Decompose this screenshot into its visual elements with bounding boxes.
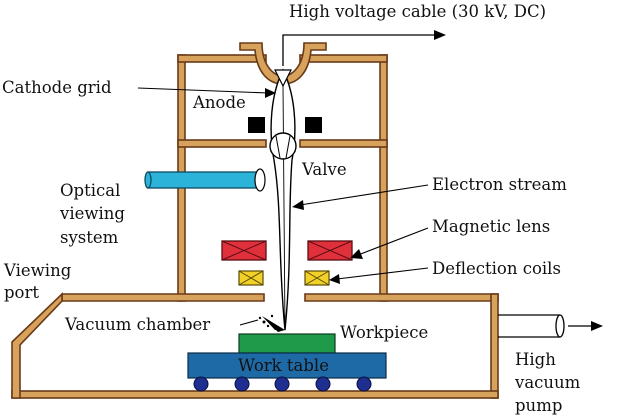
leader-electron-head	[292, 200, 304, 210]
workpiece	[238, 333, 336, 354]
valve-line-b	[285, 135, 291, 159]
label-pump-3: pump	[515, 396, 562, 415]
leader-cathode-head	[265, 88, 276, 98]
label-cable: High voltage cable (30 kV, DC)	[289, 2, 546, 21]
label-deflection-coils: Deflection coils	[432, 259, 561, 278]
impact-splash	[258, 314, 285, 332]
leader-magnetic-head	[350, 249, 363, 259]
label-optical-2: viewing	[59, 204, 125, 223]
hv-cable	[282, 34, 435, 66]
label-valve: Valve	[301, 160, 347, 179]
chamber-right-wall	[490, 293, 499, 399]
label-pump-2: vacuum	[514, 373, 581, 392]
leader-vacuum-chamber	[239, 319, 259, 326]
roller-1	[193, 376, 209, 392]
roller-3	[274, 376, 290, 392]
leader-deflection	[336, 267, 429, 280]
roller-5	[356, 376, 372, 392]
chamber-top-right	[304, 293, 499, 302]
hv-cable-arrow	[434, 30, 446, 40]
pump-arrow-head	[591, 321, 603, 331]
label-magnetic-lens: Magnetic lens	[432, 217, 550, 236]
anode-left-block	[248, 117, 265, 133]
optical-tube-end	[144, 171, 152, 189]
label-pump-1: High	[515, 350, 556, 369]
leader-magnetic-lens	[357, 227, 429, 256]
optical-lens	[254, 168, 266, 192]
magnetic-lens-left	[221, 240, 267, 261]
roller-4	[315, 376, 331, 392]
anode-right-block	[305, 117, 322, 133]
chamber-left-wall	[11, 292, 63, 399]
label-electron-stream: Electron stream	[432, 175, 567, 194]
deflection-coil-right	[304, 270, 330, 286]
chamber-bottom-wall	[11, 390, 499, 399]
magnetic-lens-right	[307, 240, 353, 261]
work-table	[187, 352, 387, 379]
pump-outlet-pipe	[498, 314, 560, 338]
label-optical-3: system	[60, 228, 119, 247]
valve-line-a	[275, 135, 281, 159]
chamber-top-left	[61, 293, 265, 302]
roller-2	[234, 376, 250, 392]
leader-deflection-head	[329, 274, 340, 284]
label-vacuum-chamber: Vacuum chamber	[64, 315, 210, 334]
label-viewing-2: port	[4, 283, 39, 302]
pump-pipe-end	[555, 314, 565, 338]
column-top-right	[299, 54, 388, 63]
label-anode: Anode	[192, 93, 246, 112]
beam-center-line	[282, 84, 286, 331]
cathode-cup	[239, 42, 327, 85]
valve-circle	[269, 132, 297, 160]
label-optical-1: Optical	[60, 181, 120, 200]
partition-left	[177, 139, 267, 148]
deflection-coil-left	[238, 270, 264, 286]
partition-right	[299, 139, 388, 148]
label-cathode-grid: Cathode grid	[2, 78, 112, 97]
column-top-left	[177, 54, 267, 63]
cathode-emitter	[274, 69, 292, 88]
column-right-wall	[379, 54, 388, 302]
label-workpiece: Workpiece	[340, 323, 428, 342]
label-viewing-1: Viewing	[3, 261, 72, 280]
optical-tube	[147, 171, 261, 189]
label-work-table: Work table	[238, 356, 329, 375]
leader-electron-stream	[299, 184, 429, 206]
leader-cathode	[137, 87, 269, 94]
